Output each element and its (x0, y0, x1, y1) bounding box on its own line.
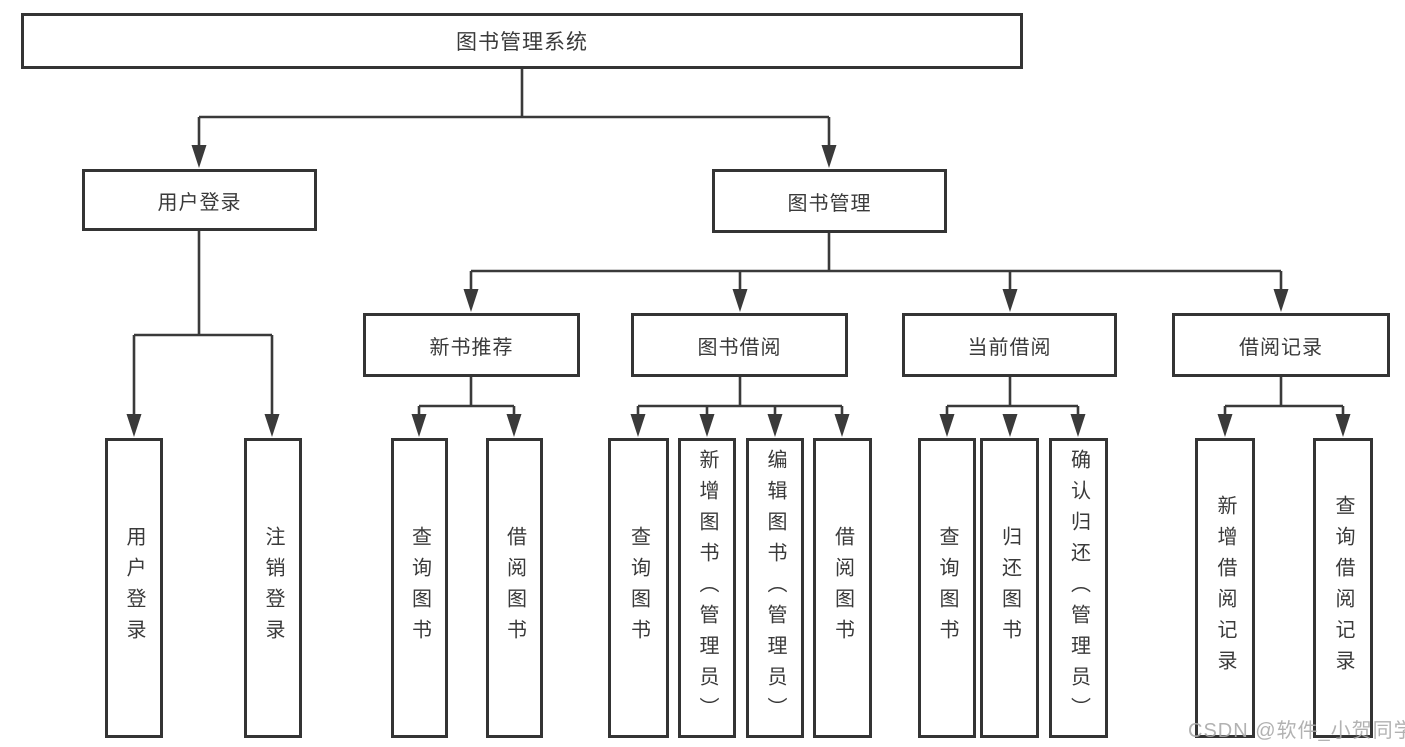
leaf-query-borrow-record-label: 查询借阅记录 (1332, 495, 1354, 681)
node-book-management: 图书管理 (712, 169, 947, 233)
leaf-return-book-label: 归还图书 (998, 526, 1021, 650)
leaf-confirm-return-admin: 确认归还（管理员） (1049, 438, 1108, 738)
leaf-add-borrow-record-label: 新增借阅记录 (1214, 495, 1236, 681)
leaf-query-books-borrow-label: 查询图书 (627, 526, 650, 650)
leaf-user-login: 用户登录 (105, 438, 163, 738)
leaf-query-books-borrow: 查询图书 (608, 438, 669, 738)
leaf-query-books-current: 查询图书 (918, 438, 976, 738)
csdn-watermark: CSDN @软件_小贺同学 (1188, 720, 1405, 742)
leaf-edit-book-admin-label: 编辑图书（管理员） (764, 448, 786, 728)
leaf-borrow-books-borrow: 借阅图书 (813, 438, 872, 738)
leaf-add-book-admin-label: 新增图书（管理员） (696, 448, 718, 728)
node-library-management-system: 图书管理系统 (21, 13, 1023, 69)
leaf-borrow-books-recommend: 借阅图书 (486, 438, 543, 738)
leaf-edit-book-admin: 编辑图书（管理员） (746, 438, 804, 738)
node-current-borrowing: 当前借阅 (902, 313, 1117, 377)
leaf-borrow-books-borrow-label: 借阅图书 (831, 526, 854, 650)
node-book-borrowing: 图书借阅 (631, 313, 848, 377)
leaf-add-borrow-record: 新增借阅记录 (1195, 438, 1255, 738)
node-new-book-recommendation: 新书推荐 (363, 313, 580, 377)
leaf-logout-login: 注销登录 (244, 438, 302, 738)
leaf-user-login-label: 用户登录 (123, 526, 145, 650)
leaf-query-borrow-record: 查询借阅记录 (1313, 438, 1373, 738)
leaf-logout-login-label: 注销登录 (262, 526, 284, 650)
leaf-query-books-recommend: 查询图书 (391, 438, 448, 738)
leaf-query-books-recommend-label: 查询图书 (408, 526, 431, 650)
leaf-return-book: 归还图书 (980, 438, 1039, 738)
leaf-confirm-return-admin-label: 确认归还（管理员） (1067, 448, 1090, 728)
leaf-query-books-current-label: 查询图书 (936, 526, 958, 650)
node-borrowing-records: 借阅记录 (1172, 313, 1390, 377)
leaf-borrow-books-recommend-label: 借阅图书 (503, 526, 526, 650)
leaf-add-book-admin: 新增图书（管理员） (678, 438, 736, 738)
node-user-login: 用户登录 (82, 169, 317, 231)
